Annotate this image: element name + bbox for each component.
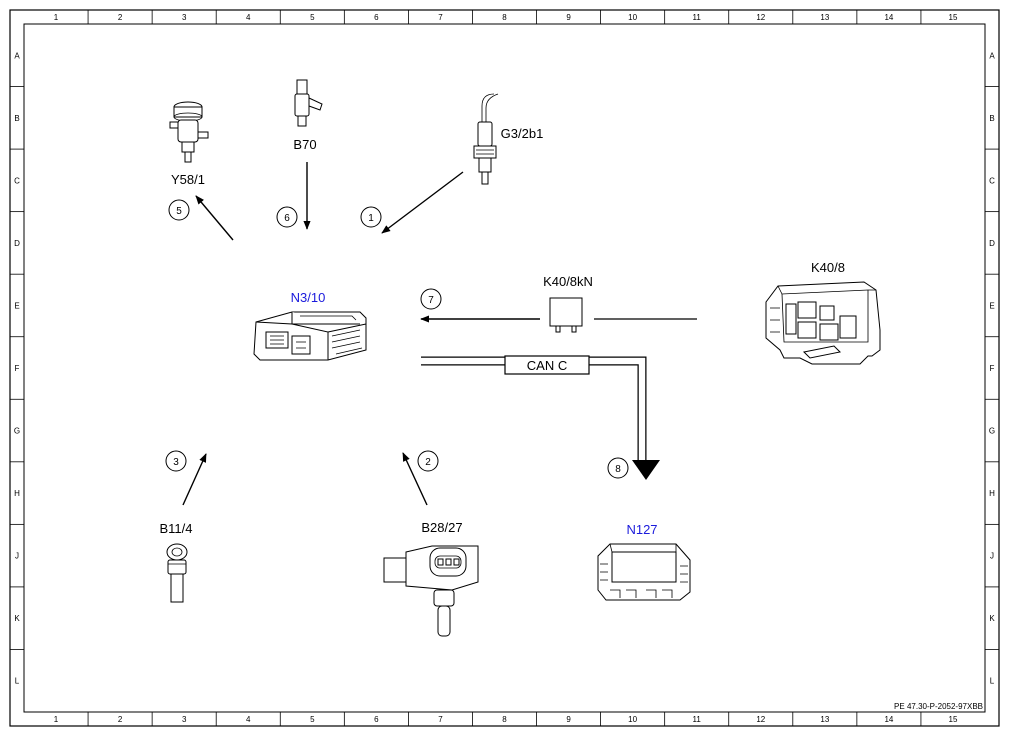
grid-row-right-G: G xyxy=(989,427,995,436)
sensor-b70-icon[interactable] xyxy=(294,79,323,127)
label-b11-4: B11/4 xyxy=(159,521,192,536)
relay-k40-8kn-icon[interactable] xyxy=(549,297,583,333)
grid-col-top-8: 8 xyxy=(502,13,507,22)
grid-row-right-F: F xyxy=(990,364,995,373)
grid-row-left-A: A xyxy=(14,51,20,60)
marker-7: 7 xyxy=(428,295,434,306)
grid-col-bottom-3: 3 xyxy=(182,715,187,724)
label-k40-8: K40/8 xyxy=(811,260,845,275)
label-b70: B70 xyxy=(293,137,316,152)
grid-col-top-10: 10 xyxy=(628,13,637,22)
marker-3: 3 xyxy=(173,457,179,468)
valve-y58-1-icon[interactable] xyxy=(169,101,209,163)
grid-col-top-11: 11 xyxy=(693,13,702,22)
grid-row-right-L: L xyxy=(990,677,995,686)
fuse-relay-box-k40-8-icon[interactable] xyxy=(765,281,881,365)
label-y58-1: Y58/1 xyxy=(171,172,205,187)
grid-col-top-15: 15 xyxy=(949,13,958,22)
grid-col-bottom-10: 10 xyxy=(628,715,637,724)
grid-col-bottom-12: 12 xyxy=(756,715,765,724)
grid-col-top-3: 3 xyxy=(182,13,187,22)
marker-5: 5 xyxy=(176,206,182,217)
grid-row-left-C: C xyxy=(14,176,20,185)
grid-col-bottom-13: 13 xyxy=(820,715,829,724)
grid-rows-right: A B C D E F G H J K L xyxy=(985,51,999,686)
grid-col-top-13: 13 xyxy=(820,13,829,22)
grid-col-bottom-7: 7 xyxy=(438,715,443,724)
grid-col-top-2: 2 xyxy=(118,13,123,22)
label-k40-8kn: K40/8kN xyxy=(543,274,593,289)
grid-row-left-J: J xyxy=(15,552,19,561)
grid-col-top-7: 7 xyxy=(438,13,443,22)
label-n3-10: N3/10 xyxy=(291,290,326,305)
grid-row-left-D: D xyxy=(14,239,20,248)
grid-col-bottom-6: 6 xyxy=(374,715,379,724)
grid-row-right-B: B xyxy=(989,114,994,123)
grid-col-top-1: 1 xyxy=(54,13,59,22)
grid-row-right-E: E xyxy=(989,301,994,310)
grid-col-top-14: 14 xyxy=(884,13,893,22)
sensor-g3-2b1-icon[interactable] xyxy=(473,93,499,185)
grid-col-bottom-2: 2 xyxy=(118,715,123,724)
sensor-b11-4-icon[interactable] xyxy=(166,543,188,603)
can-c-bus: CAN C xyxy=(421,355,660,480)
grid-col-bottom-4: 4 xyxy=(246,715,251,724)
marker-6: 6 xyxy=(284,213,290,224)
grid-col-bottom-8: 8 xyxy=(502,715,507,724)
grid-rows-left: A B C D E F G H J K L xyxy=(10,51,24,686)
marker-2: 2 xyxy=(425,457,431,468)
label-n127: N127 xyxy=(626,522,657,537)
grid-row-left-L: L xyxy=(15,677,20,686)
grid-row-right-H: H xyxy=(989,489,995,498)
grid-col-top-6: 6 xyxy=(374,13,379,22)
grid-row-left-G: G xyxy=(14,427,20,436)
label-can-c: CAN C xyxy=(527,358,567,373)
grid-row-left-K: K xyxy=(14,614,20,623)
grid-row-right-K: K xyxy=(989,614,995,623)
grid-col-bottom-9: 9 xyxy=(566,715,571,724)
label-b28-27: B28/27 xyxy=(421,520,462,535)
grid-col-bottom-5: 5 xyxy=(310,715,315,724)
drawing-reference: PE 47.30-P-2052-97XBB xyxy=(894,702,983,711)
grid-col-bottom-1: 1 xyxy=(54,715,59,724)
grid-col-top-4: 4 xyxy=(246,13,251,22)
grid-col-bottom-15: 15 xyxy=(949,715,958,724)
marker-8: 8 xyxy=(615,464,621,475)
drawing-frame xyxy=(9,9,1000,727)
sensor-b28-27-icon[interactable] xyxy=(383,545,479,637)
signal-arrows xyxy=(182,162,697,506)
grid-row-right-J: J xyxy=(990,552,994,561)
marker-1: 1 xyxy=(368,213,374,224)
grid-row-right-D: D xyxy=(989,239,995,248)
grid-row-left-E: E xyxy=(14,301,19,310)
ecu-n3-10-icon[interactable] xyxy=(253,311,367,361)
grid-col-bottom-14: 14 xyxy=(884,715,893,724)
grid-row-left-B: B xyxy=(14,114,19,123)
grid-col-top-5: 5 xyxy=(310,13,315,22)
grid-col-bottom-11: 11 xyxy=(693,715,702,724)
grid-row-left-F: F xyxy=(15,364,20,373)
grid-row-left-H: H xyxy=(14,489,20,498)
control-unit-n127-icon[interactable] xyxy=(597,543,691,601)
grid-col-top-9: 9 xyxy=(566,13,571,22)
grid-row-right-A: A xyxy=(989,51,995,60)
grid-row-right-C: C xyxy=(989,176,995,185)
signal-number-markers: 1 2 3 5 6 7 8 xyxy=(165,199,629,479)
label-g3-2b1: G3/2b1 xyxy=(501,126,544,141)
grid-col-top-12: 12 xyxy=(756,13,765,22)
